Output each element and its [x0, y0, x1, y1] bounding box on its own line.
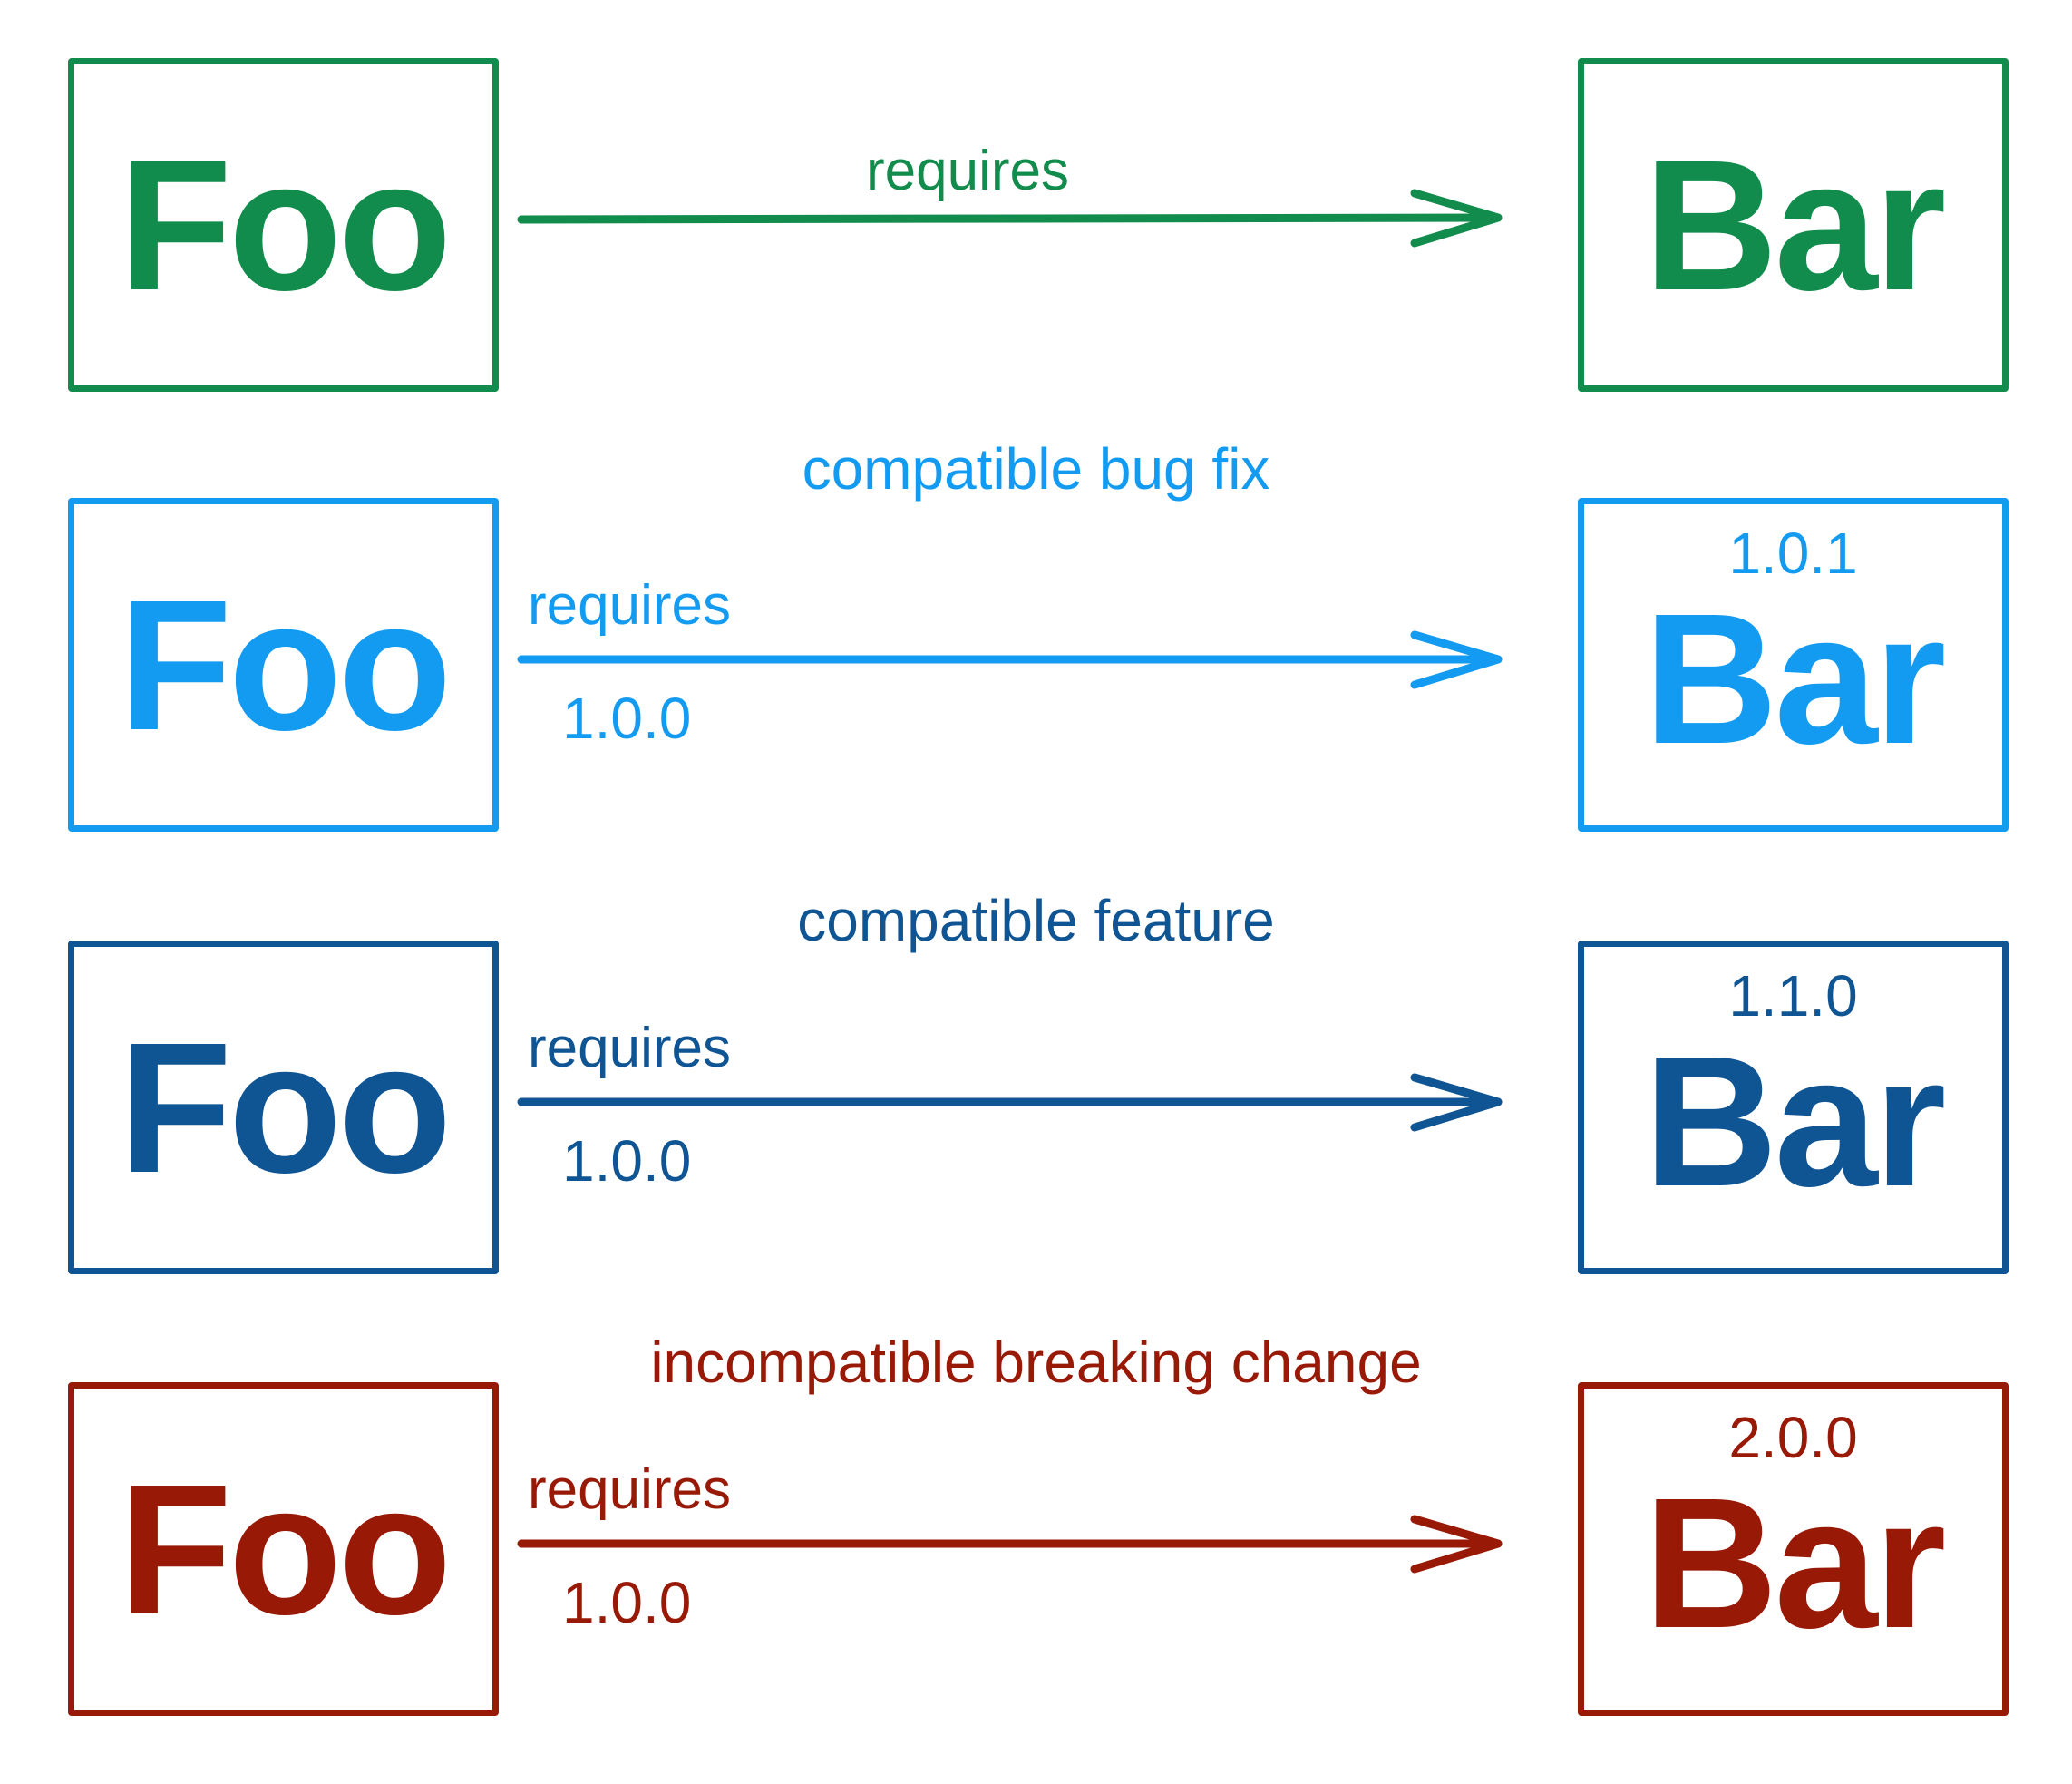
- arrow-head: [1410, 630, 1503, 689]
- foo-box: Foo: [68, 58, 499, 392]
- title-compatible-bug-fix: compatible bug fix: [802, 436, 1270, 502]
- foo-box: Foo: [68, 1382, 499, 1716]
- bar-box: 1.1.0 Bar: [1578, 941, 2009, 1274]
- bar-version: 1.1.0: [1728, 963, 1858, 1028]
- requires-label: requires: [528, 1017, 731, 1079]
- requires-label: requires: [528, 574, 731, 637]
- requires-arrow: [517, 189, 1503, 248]
- foo-version: 1.0.0: [562, 1570, 692, 1635]
- bar-version: 1.0.1: [1728, 521, 1858, 586]
- arrow-head: [1410, 189, 1503, 248]
- requires-arrow: [517, 630, 1503, 689]
- bar-label: Bar: [1643, 1458, 1947, 1667]
- arrow-shaft: [517, 213, 1503, 224]
- requires-arrow: [517, 1073, 1503, 1132]
- dependency-row-breaking: Foo requires 1.0.0 2.0.0 Bar: [0, 1379, 2072, 1723]
- foo-box: Foo: [68, 941, 499, 1274]
- foo-version: 1.0.0: [562, 1128, 692, 1194]
- requires-arrow: [517, 1515, 1503, 1574]
- bar-box: Bar: [1578, 58, 2009, 392]
- arrow-head: [1410, 1515, 1503, 1574]
- bar-box: 2.0.0 Bar: [1578, 1382, 2009, 1716]
- bar-box: 1.0.1 Bar: [1578, 498, 2009, 832]
- foo-label: Foo: [118, 1003, 452, 1212]
- dependency-row-requires: Foo requires Bar: [0, 54, 2072, 399]
- arrow-head: [1410, 1073, 1503, 1132]
- bar-label: Bar: [1643, 1017, 1947, 1225]
- foo-label: Foo: [118, 1445, 452, 1653]
- bar-label: Bar: [1643, 121, 1947, 329]
- title-compatible-feature: compatible feature: [797, 888, 1275, 953]
- foo-label: Foo: [118, 121, 452, 329]
- title-incompatible-breaking-change: incompatible breaking change: [650, 1330, 1422, 1395]
- foo-box: Foo: [68, 498, 499, 832]
- requires-label: requires: [528, 1458, 731, 1521]
- dependency-row-feature: Foo requires 1.0.0 1.1.0 Bar: [0, 937, 2072, 1282]
- foo-version: 1.0.0: [562, 686, 692, 751]
- bar-label: Bar: [1643, 574, 1947, 783]
- dependency-row-bug-fix: Foo requires 1.0.0 1.0.1 Bar: [0, 494, 2072, 839]
- requires-label: requires: [866, 140, 1069, 202]
- bar-version: 2.0.0: [1728, 1405, 1858, 1470]
- foo-label: Foo: [118, 561, 452, 769]
